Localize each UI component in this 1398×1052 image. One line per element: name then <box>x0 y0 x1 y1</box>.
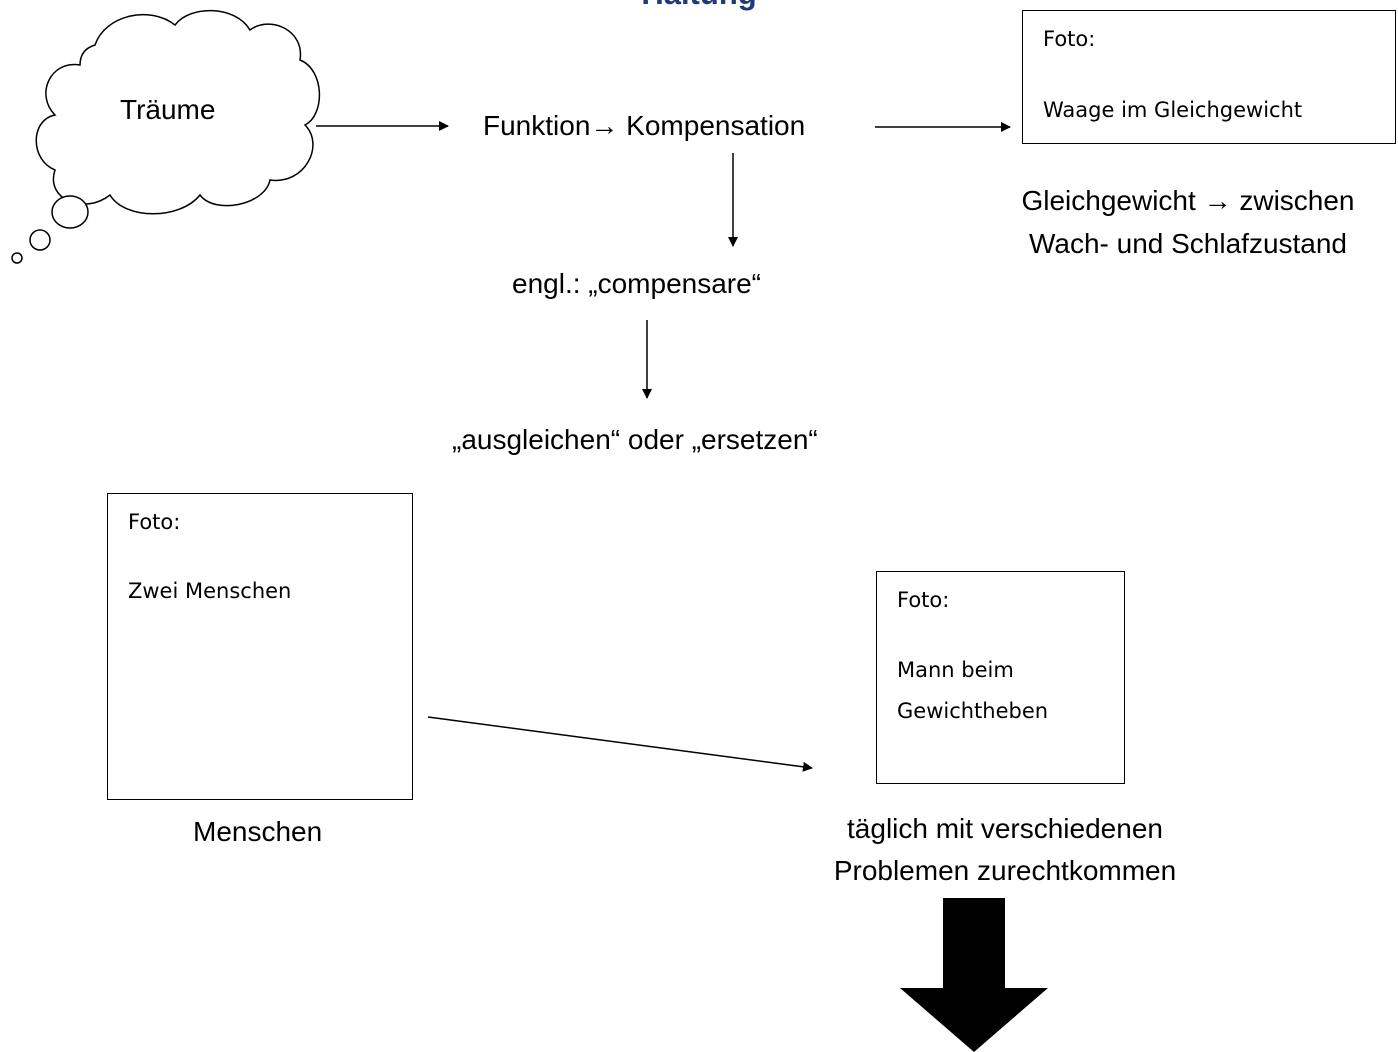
photo-box-scale: Foto: Waage im Gleichgewicht <box>1022 10 1396 144</box>
cloud-label: Träume <box>120 94 216 125</box>
english-text: engl.: „compensare“ <box>512 268 762 299</box>
photo-description: Waage im Gleichgewicht <box>1043 98 1303 122</box>
photo-description-line2: Gewichtheben <box>897 699 1049 723</box>
thought-cloud-shape <box>11 9 321 264</box>
photo-box-people: Foto: Zwei Menschen <box>107 493 413 800</box>
people-caption: Menschen <box>193 816 323 847</box>
balance-caption-line1: Gleichgewicht → zwischen <box>1021 185 1355 216</box>
arrow-people-to-lifter <box>427 716 813 772</box>
photo-description: Zwei Menschen <box>128 579 292 603</box>
meaning-text: „ausgleichen“ oder „ersetzen“ <box>452 424 818 455</box>
balance-caption-line2: Wach- und Schlafzustand <box>1028 228 1348 259</box>
photo-box-lifter: Foto: Mann beim Gewichtheben <box>876 571 1125 784</box>
big-down-arrow <box>900 898 1048 1052</box>
photo-label: Foto: <box>128 510 181 534</box>
function-text: Funktion→ Kompensation <box>483 110 806 141</box>
photo-label: Foto: <box>897 588 950 612</box>
problems-caption-line2: Problemen zurechtkommen <box>833 855 1177 886</box>
photo-description-line1: Mann beim <box>897 658 1014 682</box>
problems-caption-line1: täglich mit verschiedenen <box>847 813 1163 844</box>
photo-label: Foto: <box>1043 27 1096 51</box>
diagram-title: Haltung <box>0 0 1398 12</box>
